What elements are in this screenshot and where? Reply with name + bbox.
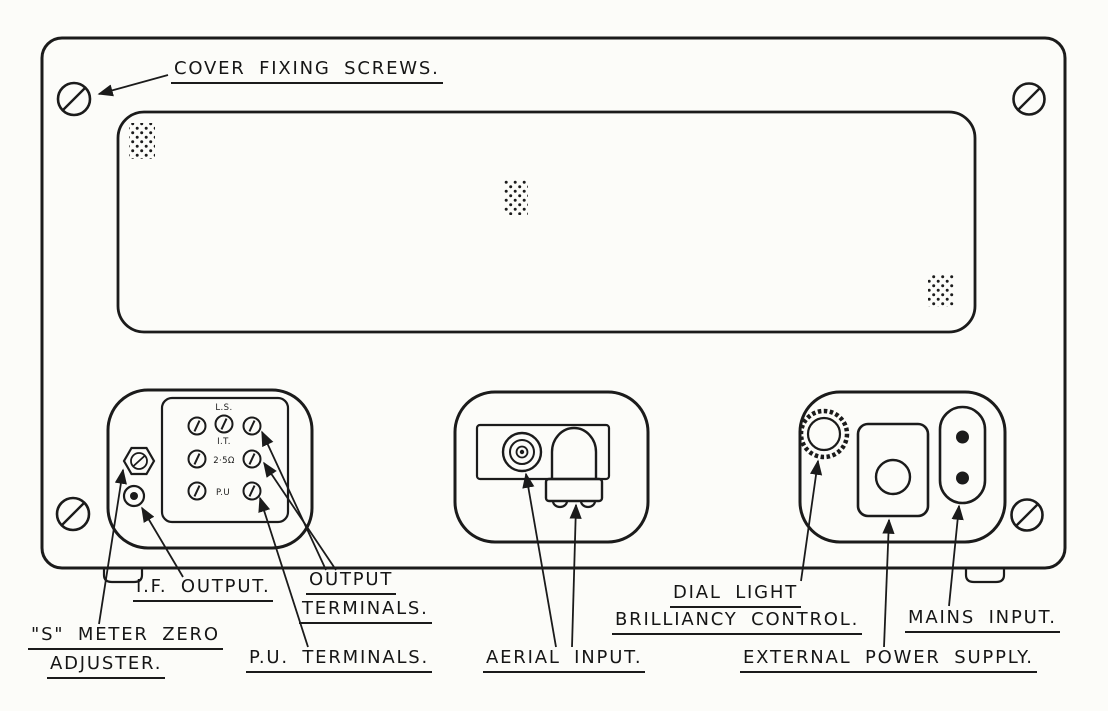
vent-holes-left [129, 123, 155, 159]
leader-output-terminal-1 [261, 430, 327, 571]
leader-cover-fixing-screws [97, 74, 169, 97]
aerial-plug [544, 426, 604, 509]
label-mains-input: MAINS INPUT. [905, 608, 1060, 633]
external-power-socket [856, 422, 930, 518]
label-if-output: I.F. OUTPUT. [133, 577, 274, 602]
vent-holes-right [928, 274, 954, 307]
terminal-block [160, 396, 290, 524]
label-output-terminals-line1: OUTPUT [306, 570, 397, 595]
leader-if-output [141, 506, 184, 578]
aerial-mounting-plate [475, 423, 611, 481]
leader-mains-input [948, 504, 964, 607]
aerial-coax-socket [501, 431, 543, 473]
terminal-marking-it: I.T. [217, 437, 231, 447]
leader-dial-light [800, 459, 823, 582]
chassis-outline [40, 36, 1067, 570]
terminal-marking-ls: L.S. [215, 403, 232, 413]
corner-screw-top-left [56, 81, 92, 117]
left-connector-panel [106, 388, 314, 550]
aerial-panel [453, 390, 650, 544]
foot-left [102, 569, 144, 584]
label-s-meter-zero-line1: "S" METER ZERO [28, 625, 223, 650]
leader-lines [97, 74, 964, 648]
label-output-terminals-line2: TERMINALS. [299, 599, 432, 624]
label-s-meter-zero-line2: ADJUSTER. [47, 654, 166, 679]
terminal-marking-pu: P.U [216, 488, 230, 498]
leader-output-terminal-2 [263, 461, 337, 571]
label-dial-light-line1: DIAL LIGHT [670, 583, 802, 608]
corner-screw-top-right [1012, 82, 1046, 116]
s-meter-zero-adjuster-nut [122, 446, 156, 476]
label-dial-light-line2: BRILLIANCY CONTROL. [612, 610, 863, 635]
terminal-marking-impedance: 2·5Ω [213, 456, 235, 466]
foot-right [964, 569, 1006, 584]
right-connector-panel [798, 390, 1007, 544]
label-aerial-input: AERIAL INPUT. [483, 648, 646, 673]
label-cover-fixing-screws: COVER FIXING SCREWS. [171, 59, 443, 84]
leader-aerial-plug [569, 503, 582, 648]
vent-holes-center [504, 180, 528, 215]
label-external-power-supply: EXTERNAL POWER SUPPLY. [740, 648, 1037, 673]
label-pu-terminals: P.U. TERMINALS. [246, 648, 433, 673]
if-output-socket [122, 484, 146, 508]
mains-input-socket [938, 405, 987, 505]
leader-s-meter-zero [98, 468, 127, 625]
leader-aerial-socket [522, 472, 557, 648]
cover-plate [116, 110, 977, 334]
leader-external-power [882, 518, 895, 648]
corner-screw-bottom-left [55, 496, 91, 532]
dial-light-knob [798, 408, 850, 460]
output-terminals [187, 414, 262, 501]
corner-screw-bottom-right [1010, 498, 1044, 532]
